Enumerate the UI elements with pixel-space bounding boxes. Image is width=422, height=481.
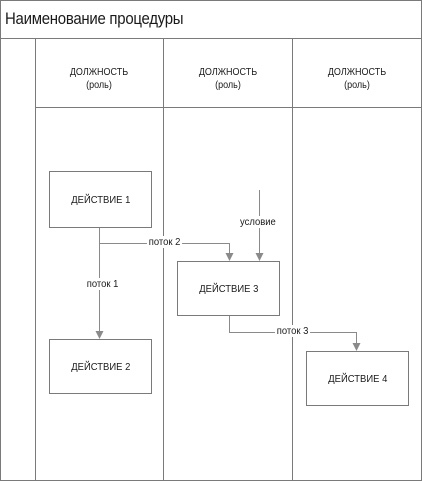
condition-label: условие [238, 216, 278, 228]
lane-header-1: ДОЛЖНОСТЬ (роль) [41, 66, 156, 92]
action-2-box[interactable]: ДЕЙСТВИЕ 2 [49, 339, 152, 394]
procedure-title: Наименование процедуры [5, 9, 184, 28]
action-3-label: ДЕЙСТВИЕ 3 [198, 282, 259, 295]
action-1-box[interactable]: ДЕЙСТВИЕ 1 [49, 171, 152, 228]
action-2-label: ДЕЙСТВИЕ 2 [70, 360, 131, 373]
action-4-label: ДЕЙСТВИЕ 4 [327, 372, 388, 385]
flow-2-label: поток 2 [146, 236, 183, 248]
lane-role: ДОЛЖНОСТЬ [327, 67, 387, 78]
lane-role-sub: (роль) [215, 80, 241, 91]
lane-header-2: ДОЛЖНОСТЬ (роль) [170, 66, 285, 92]
lane-role-sub: (роль) [344, 80, 370, 91]
lane-role: ДОЛЖНОСТЬ [69, 67, 129, 78]
lane-role-sub: (роль) [86, 80, 112, 91]
action-3-box[interactable]: ДЕЙСТВИЕ 3 [177, 261, 280, 316]
flow-2-arrow [99, 243, 234, 261]
action-4-box[interactable]: ДЕЙСТВИЕ 4 [306, 351, 409, 406]
action-1-label: ДЕЙСТВИЕ 1 [70, 193, 131, 206]
flow-1-label: поток 1 [84, 278, 121, 290]
flow-3-label: поток 3 [274, 325, 311, 337]
lane-role: ДОЛЖНОСТЬ [198, 67, 258, 78]
lane-header-3: ДОЛЖНОСТЬ (роль) [299, 66, 414, 92]
